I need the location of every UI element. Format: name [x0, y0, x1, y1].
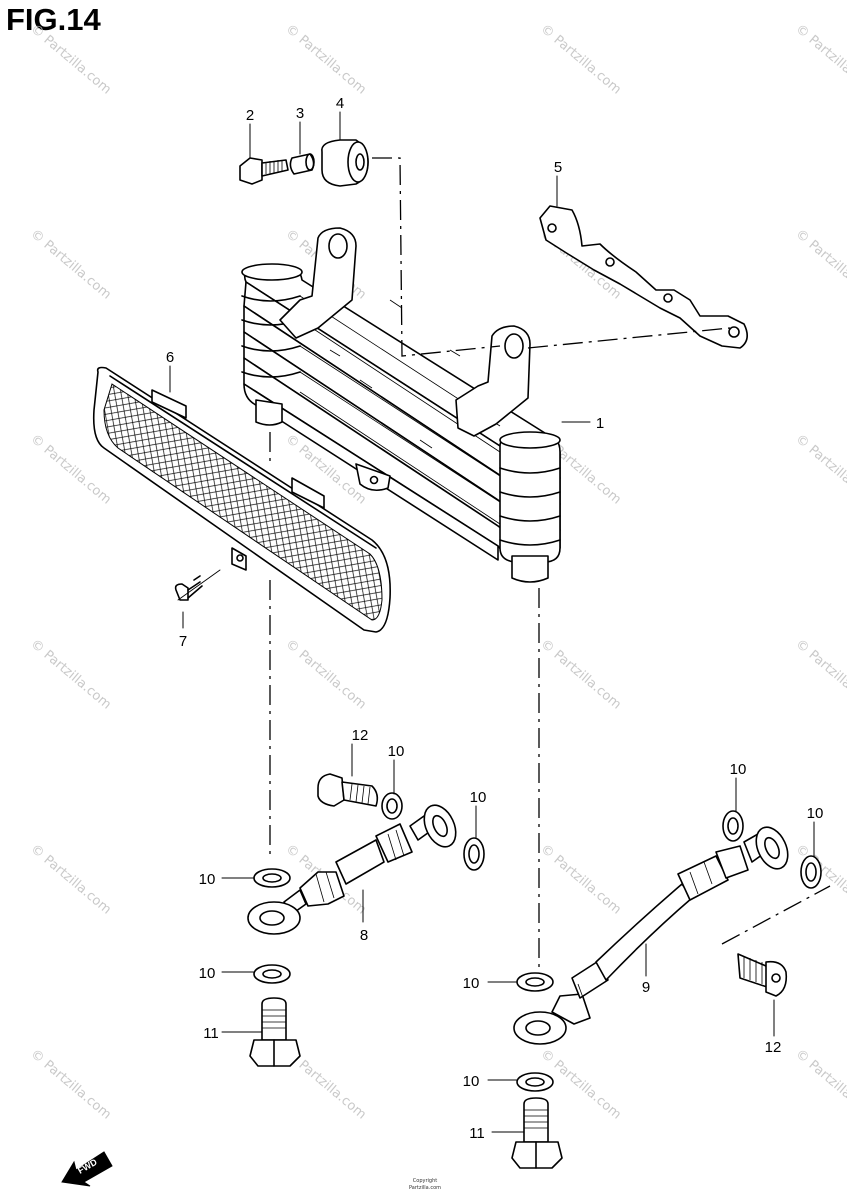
callout-labels: 2 3 4 5 6 1 7 12 10 10 10 8 10 11 10 10 …: [166, 95, 824, 1142]
assembly-lines: [177, 157, 831, 968]
watermark-text: © Partzilla.com: [792, 637, 847, 713]
watermark-text: © Partzilla.com: [27, 842, 113, 918]
callout-10-e: 10: [730, 761, 747, 778]
callout-10-h: 10: [463, 1073, 480, 1090]
callout-6: 6: [166, 349, 174, 366]
watermark-text: © Partzilla.com: [792, 432, 847, 508]
callout-5: 5: [554, 159, 562, 176]
grille-part-6: [92, 366, 391, 633]
figure-title: FIG.14: [6, 2, 101, 37]
watermark-text: © Partzilla.com: [537, 22, 623, 98]
watermark-text: © Partzilla.com: [792, 227, 847, 303]
callout-10-f: 10: [807, 805, 824, 822]
callout-10-a: 10: [388, 743, 405, 760]
oil-hose-part-9: [513, 826, 789, 1045]
watermark-text: © Partzilla.com: [27, 227, 113, 303]
callout-2: 2: [246, 107, 254, 124]
callout-10-d: 10: [199, 965, 216, 982]
callout-12-lower: 12: [765, 1039, 782, 1056]
oil-cooler-part-1: [241, 227, 561, 583]
watermark-text: © Partzilla.com: [27, 637, 113, 713]
collar-part-3: [289, 153, 315, 175]
copyright-footer: Copyright Partzilla.com: [340, 1178, 510, 1192]
watermark-text: © Partzilla.com: [537, 637, 623, 713]
banjo-bolt-part-12-upper: [317, 773, 379, 807]
watermark-layer: © Partzilla.com © Partzilla.com © Partzill…: [27, 22, 847, 1123]
watermark-text: © Partzilla.com: [282, 22, 368, 98]
callout-11-left: 11: [203, 1025, 219, 1042]
callout-9: 9: [642, 979, 650, 996]
watermark-text: © Partzilla.com: [792, 1047, 847, 1123]
callout-8: 8: [360, 927, 368, 944]
watermark-text: © Partzilla.com: [792, 22, 847, 98]
callout-4: 4: [336, 95, 344, 112]
bracket-part-5: [539, 205, 748, 349]
watermark-text: © Partzilla.com: [282, 637, 368, 713]
union-bolt-part-11-right: [511, 1097, 563, 1169]
callout-7: 7: [179, 633, 187, 650]
copyright-line-2: Partzilla.com: [409, 1185, 441, 1191]
callout-11-right: 11: [469, 1125, 485, 1142]
screw-part-7: [174, 575, 203, 601]
callout-1: 1: [596, 415, 604, 432]
banjo-bolt-part-12-lower: [737, 953, 788, 997]
watermark-text: © Partzilla.com: [537, 842, 623, 918]
cushion-part-4: [321, 139, 369, 187]
oil-hose-part-8: [247, 804, 457, 935]
callout-10-c: 10: [199, 871, 216, 888]
union-bolt-part-11-left: [249, 997, 301, 1067]
watermark-text: © Partzilla.com: [27, 1047, 113, 1123]
callout-10-b: 10: [470, 789, 487, 806]
leader-lines: [169, 111, 815, 1133]
copyright-line-1: Copyright: [412, 1178, 438, 1184]
watermark-text: © Partzilla.com: [27, 22, 113, 98]
fwd-arrow: FWD: [61, 1151, 113, 1187]
callout-12-upper: 12: [352, 727, 369, 744]
bolt-part-2: [239, 157, 289, 185]
callout-3: 3: [296, 105, 304, 122]
callout-10-g: 10: [463, 975, 480, 992]
washers-part-10: [253, 792, 822, 1092]
